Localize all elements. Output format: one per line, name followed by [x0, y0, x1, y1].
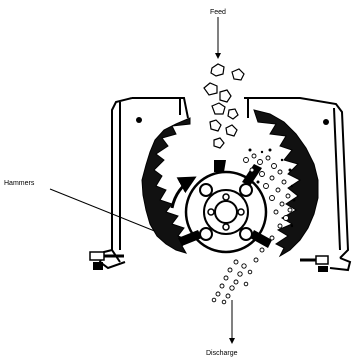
hammer	[214, 160, 226, 172]
hammers-label: Hammers	[4, 180, 35, 187]
feed-label: Feed	[210, 9, 226, 16]
hammer-pin	[240, 184, 252, 196]
rotor-shaft	[215, 201, 237, 223]
hammer-pin	[200, 228, 212, 240]
discharge-label: Discharge	[206, 350, 238, 357]
right-adjustment-bolt	[300, 256, 328, 272]
left-pivot-bolt	[136, 117, 142, 123]
hammer	[178, 230, 202, 246]
feed-particles	[204, 64, 244, 148]
hammer-pin	[200, 184, 212, 196]
right-pivot-bolt	[323, 119, 329, 125]
hammer-pin	[240, 228, 252, 240]
